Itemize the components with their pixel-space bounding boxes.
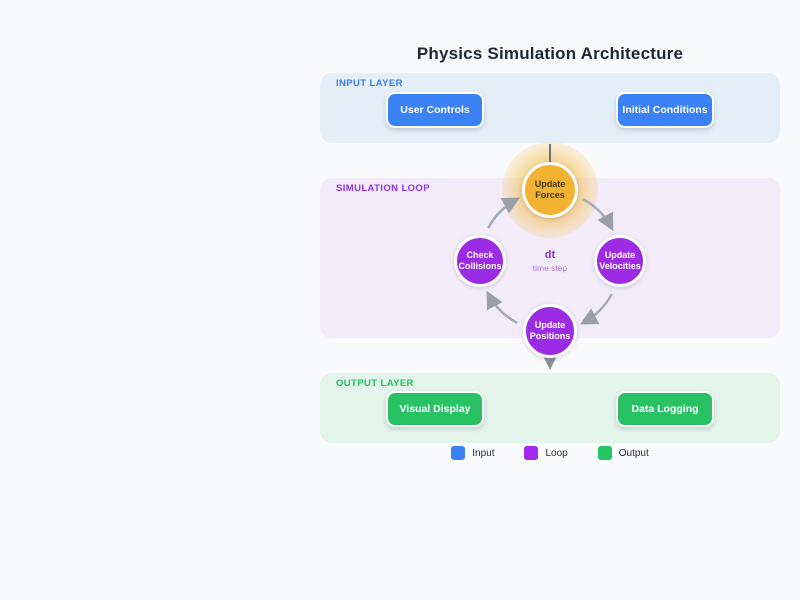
legend-swatch-input bbox=[451, 446, 466, 460]
node-update-positions: Update Positions bbox=[523, 304, 577, 358]
node-check-collisions: Check Collisions bbox=[454, 235, 506, 287]
legend-item-input: Input bbox=[451, 446, 494, 460]
legend-item-output: Output bbox=[597, 446, 649, 460]
node-update-forces-label: Update Forces bbox=[534, 179, 566, 200]
legend-swatch-loop bbox=[524, 446, 539, 460]
node-initial-conditions: Initial Conditions bbox=[616, 92, 714, 128]
node-update-positions-label: Update Positions bbox=[529, 320, 571, 341]
legend-swatch-output bbox=[597, 446, 612, 460]
node-update-velocities: Update Velocities bbox=[594, 235, 646, 287]
simulation-loop-label: SIMULATION LOOP bbox=[336, 183, 430, 194]
timestep-label: dt bbox=[544, 249, 556, 261]
page-title: Physics Simulation Architecture bbox=[416, 44, 684, 63]
legend-item-loop: Loop bbox=[524, 446, 568, 460]
legend: Input Loop Output bbox=[320, 446, 780, 460]
legend-label-loop: Loop bbox=[545, 447, 568, 459]
node-check-collisions-label: Check Collisions bbox=[458, 250, 502, 271]
legend-label-output: Output bbox=[618, 447, 649, 459]
timestep-annotation: dt time step bbox=[518, 249, 582, 273]
node-update-velocities-label: Update Velocities bbox=[599, 250, 641, 271]
output-layer-label: OUTPUT LAYER bbox=[336, 378, 414, 389]
legend-label-input: Input bbox=[472, 447, 495, 459]
node-user-controls: User Controls bbox=[386, 92, 484, 128]
timestep-sublabel: time step bbox=[532, 263, 568, 274]
input-layer-label: INPUT LAYER bbox=[336, 78, 403, 89]
node-visual-display: Visual Display bbox=[386, 391, 484, 427]
node-data-logging: Data Logging bbox=[616, 391, 714, 427]
node-update-forces: Update Forces bbox=[522, 162, 578, 218]
